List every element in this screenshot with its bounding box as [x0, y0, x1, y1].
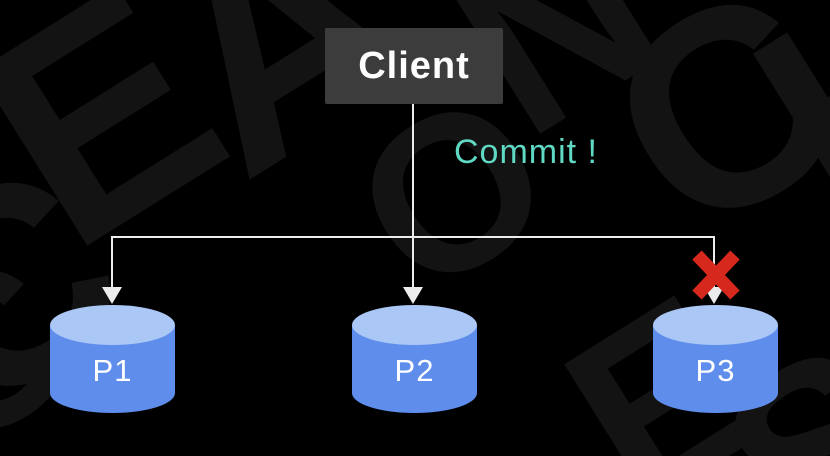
cylinder-top	[653, 305, 778, 345]
cylinder-top	[50, 305, 175, 345]
partition-node-p2: P2	[352, 305, 477, 413]
cylinder-bottom	[653, 373, 778, 413]
cylinder-bottom	[50, 373, 175, 413]
client-node: Client	[325, 28, 503, 104]
client-label: Client	[358, 44, 470, 87]
cylinder-bottom	[352, 373, 477, 413]
arrowhead-p2-icon	[403, 287, 423, 304]
commit-message-label: Commit !	[454, 133, 598, 171]
partition-node-p1: P1	[50, 305, 175, 413]
partition-label: P2	[394, 353, 435, 388]
partition-node-p3: P3	[653, 305, 778, 413]
partition-label: P1	[92, 353, 133, 388]
failure-x-icon	[692, 250, 740, 300]
arrowhead-p1-icon	[102, 287, 122, 304]
cylinder-top	[352, 305, 477, 345]
partition-label: P3	[695, 353, 736, 388]
